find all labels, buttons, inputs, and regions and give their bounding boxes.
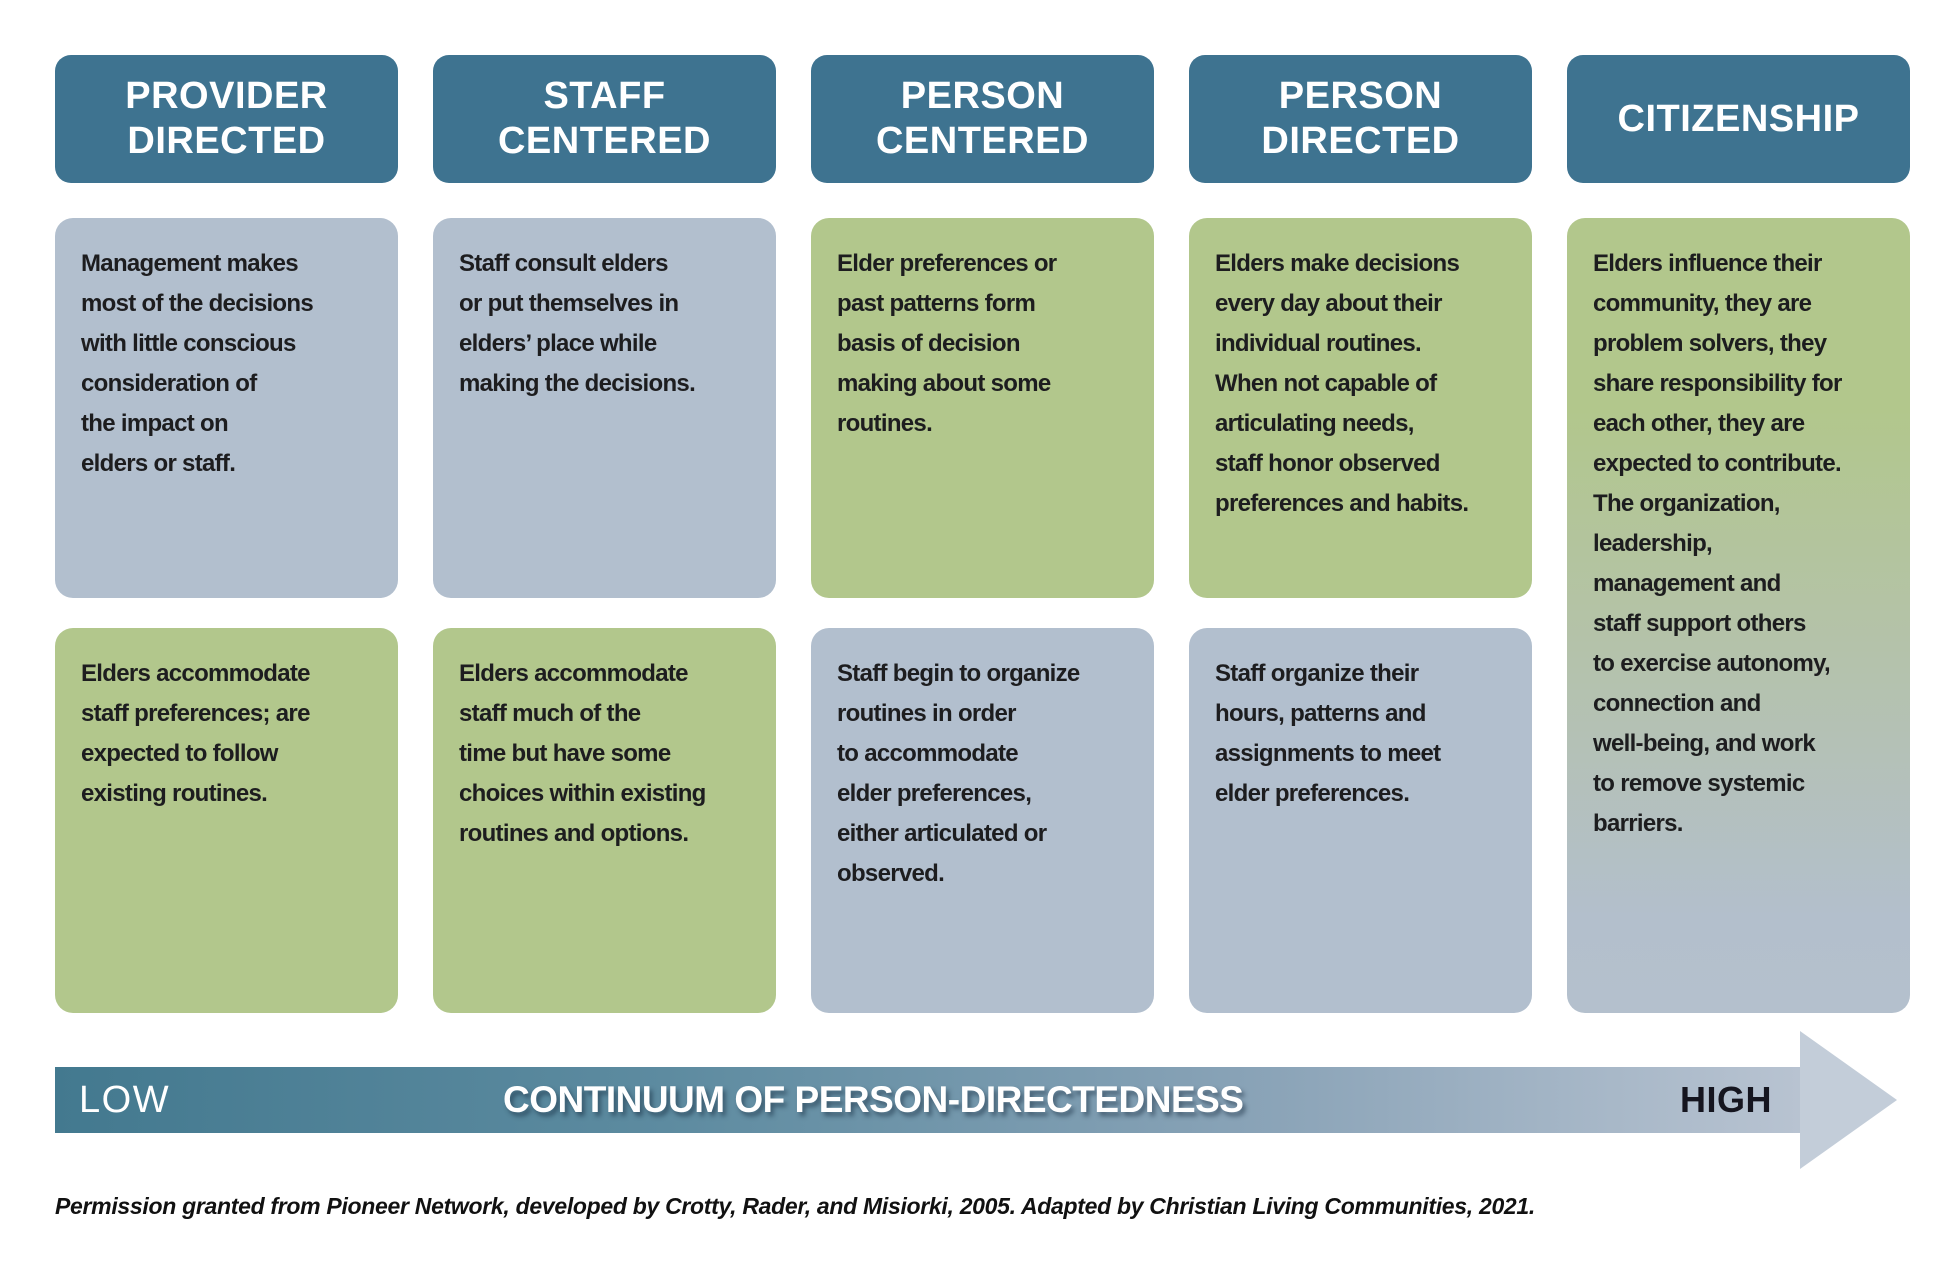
citation-text: Permission granted from Pioneer Network,… [55, 1193, 1536, 1219]
staff-centered-top-box: Staff consult elders or put themselves i… [433, 218, 776, 598]
continuum-bar: LOW CONTINUUM OF PERSON-DIRECTEDNESS HIG… [55, 1067, 1800, 1133]
low-label: LOW [79, 1078, 171, 1121]
continuum-title: CONTINUUM OF PERSON-DIRECTEDNESS [503, 1079, 1244, 1120]
person-directed-bottom-box: Staff organize their hours, patterns and… [1189, 628, 1532, 1013]
person-directed-top-box: Elders make decisions every day about th… [1189, 218, 1532, 598]
citizenship-box: Elders influence their community, they a… [1567, 218, 1910, 1013]
staff-centered-bottom-box: Elders accommodate staff much of the tim… [433, 628, 776, 1013]
person-centered-bottom-box: Staff begin to organize routines in orde… [811, 628, 1154, 1013]
column-header-staff-centered: STAFF CENTERED [433, 55, 776, 183]
column-header-person-centered: PERSON CENTERED [811, 55, 1154, 183]
provider-directed-bottom-box: Elders accommodate staff preferences; ar… [55, 628, 398, 1013]
high-label: HIGH [1680, 1079, 1772, 1120]
column-header-provider-directed: PROVIDER DIRECTED [55, 55, 398, 183]
provider-directed-top-box: Management makes most of the decisions w… [55, 218, 398, 598]
person-centered-top-box: Elder preferences or past patterns form … [811, 218, 1154, 598]
column-header-citizenship: CITIZENSHIP [1567, 55, 1910, 183]
column-header-person-directed: PERSON DIRECTED [1189, 55, 1532, 183]
right-arrow-head-icon [1800, 1031, 1897, 1169]
